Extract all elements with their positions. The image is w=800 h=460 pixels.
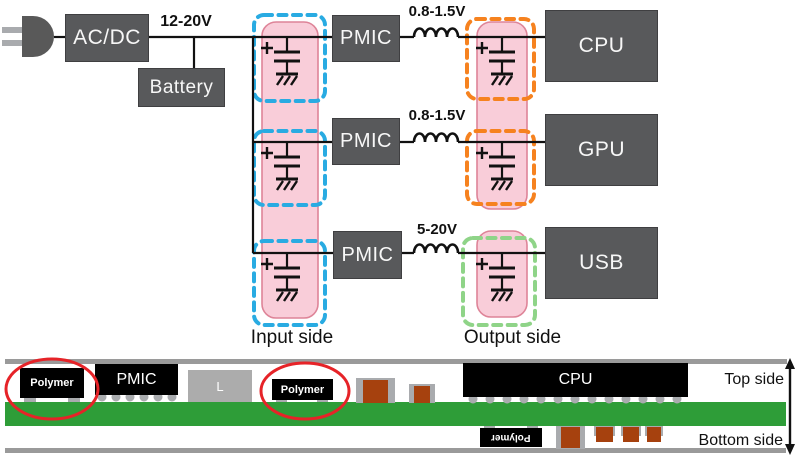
inductor-label: L [216,378,224,394]
gpu-label: GPU [577,138,625,161]
input-dash-box-3 [252,239,327,327]
pcb-cpu-chip: CPU [463,363,688,397]
usb-label: USB [579,251,624,274]
output-dash-box-gpu [465,129,536,206]
pcb-polymer-cap-mid: Polymer [272,379,333,400]
mlcc-body [414,386,430,403]
dashed-highlight-boxes [252,13,537,327]
input-cap-pink-region [261,21,319,319]
output-side-label: Output side [463,327,562,348]
input-dash-box-2 [252,129,327,207]
pcb-polymer-cap-bottom: Polymer [480,428,542,447]
rail3-voltage-label: 5-20V [416,221,458,238]
pmic-block-2: PMIC [332,118,400,165]
mlcc-body [647,427,661,442]
mlcc-body [596,427,613,442]
mlcc-body [623,427,639,442]
capacitor-group-highlights [261,21,528,319]
pmic-label: PMIC [341,243,394,266]
bus-voltage-label: 12-20V [160,13,212,30]
pmic-block-1: PMIC [332,15,400,62]
battery-label: Battery [149,76,214,98]
polymer-label: Polymer [280,383,325,396]
inductor-icons [412,27,460,254]
case-bottom-bar [5,448,786,453]
output-cap-pink-region-cpu-gpu [476,21,528,210]
cpu-chip-label: CPU [558,371,593,388]
inductor-icon [412,132,460,143]
pmic-label: PMIC [340,27,392,49]
inductor-icon [412,27,460,38]
input-side-label: Input side [250,327,334,348]
rail2-voltage-label: 0.8-1.5V [408,107,466,124]
plug-prong [2,40,23,46]
mlcc-body [561,427,580,448]
battery-block: Battery [138,68,225,107]
inductor-icon [412,243,460,254]
pcb-pmic-chip: PMIC [95,364,178,395]
acdc-block: AC/DC [65,14,149,62]
pcb-board [5,402,786,426]
ac-plug-icon [2,16,55,57]
acdc-label: AC/DC [73,26,141,49]
mlcc-capacitors [356,378,663,449]
pcb-polymer-cap-left: Polymer [20,368,84,398]
usb-block: USB [545,227,658,299]
cpu-block: CPU [545,10,658,82]
rail1-voltage-label: 0.8-1.5V [408,3,466,20]
gpu-block: GPU [545,114,658,186]
plug-prong [2,27,23,33]
polymer-label: Polymer [30,377,74,389]
output-cap-pink-region-usb [476,230,528,318]
mlcc-body [363,380,388,403]
top-side-label: Top side [724,371,784,388]
output-dash-box-usb [461,236,537,327]
pmic-chip-label: PMIC [116,370,157,388]
pmic-label: PMIC [340,130,392,152]
polymer-label: Polymer [491,432,531,443]
output-dash-box-cpu [465,17,536,101]
case-top-bar [5,359,787,364]
plug-body [22,16,55,57]
pcb-inductor: L [188,370,252,402]
bottom-side-label: Bottom side [698,432,783,449]
pmic-block-3: PMIC [333,231,402,279]
cpu-label: CPU [578,34,625,57]
pcb-cross-section [5,359,787,453]
